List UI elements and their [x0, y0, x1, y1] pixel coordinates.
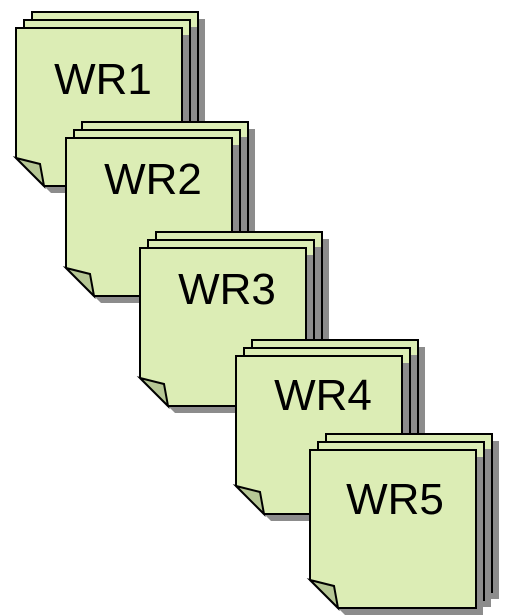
- stack-label-wr5: WR5: [346, 475, 444, 524]
- page-fold-corner: [12, 156, 46, 189]
- page-fold-corner: [306, 578, 340, 611]
- document-stack-wr5: WR5: [306, 433, 499, 615]
- stack-label-wr2: WR2: [104, 155, 202, 204]
- page-sheets: [306, 433, 499, 615]
- page-fold-corner: [232, 484, 266, 517]
- page-fold-corner: [136, 376, 170, 409]
- stack-label-wr1: WR1: [54, 55, 152, 104]
- stack-label-wr3: WR3: [178, 265, 276, 314]
- front-page: [309, 449, 477, 609]
- page-fold-corner: [62, 266, 96, 299]
- stack-label-wr4: WR4: [274, 371, 372, 420]
